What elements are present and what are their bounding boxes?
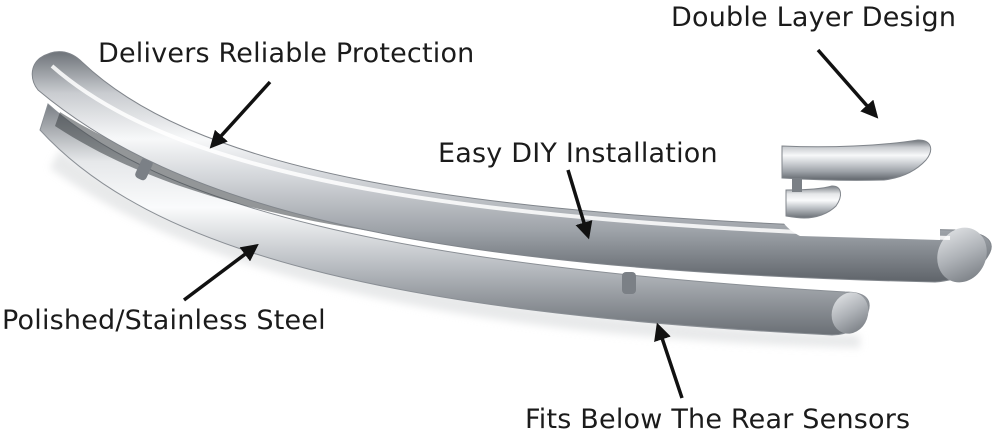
inset-lower-layer bbox=[785, 185, 841, 219]
callout-double-layer: Double Layer Design bbox=[671, 2, 957, 33]
callout-protection: Delivers Reliable Protection bbox=[98, 38, 475, 69]
callout-installation: Easy DIY Installation bbox=[438, 138, 718, 169]
inset-upper-layer bbox=[781, 139, 932, 181]
arrow-icon bbox=[654, 322, 684, 399]
upper-tube-highlight bbox=[50, 64, 951, 240]
callout-sensors: Fits Below The Rear Sensors bbox=[525, 404, 911, 435]
arrow-icon bbox=[566, 169, 593, 240]
ground-shadow bbox=[50, 150, 860, 348]
inset-connector bbox=[792, 178, 802, 192]
lower-tube-end-cap bbox=[831, 292, 869, 334]
upper-tube bbox=[31, 51, 992, 283]
callout-material: Polished/Stainless Steel bbox=[2, 305, 326, 336]
arrow-icon bbox=[816, 48, 879, 119]
arrow-icon bbox=[182, 243, 259, 302]
arrow-icon bbox=[209, 80, 272, 149]
connector-bracket-right bbox=[622, 272, 636, 294]
upper-tube-end-cap bbox=[937, 227, 987, 283]
connector-bracket-left bbox=[135, 157, 153, 181]
